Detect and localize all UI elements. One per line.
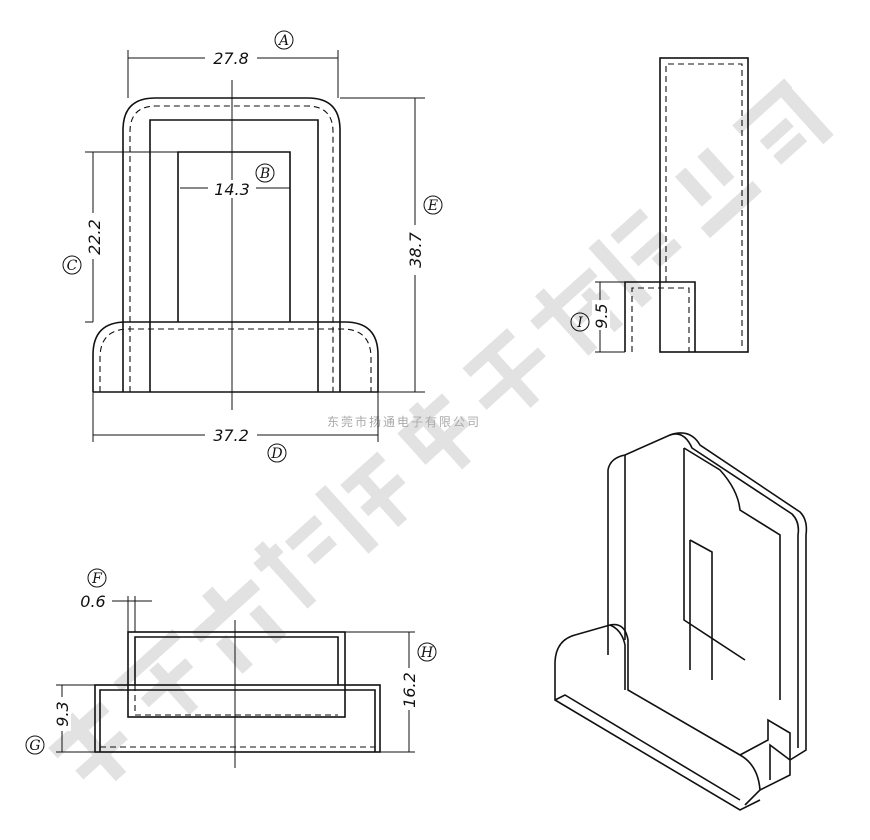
isometric-view <box>554 432 808 811</box>
dim-e-value: 38.7 <box>406 231 425 267</box>
watermark-glyph-stroke <box>700 180 763 239</box>
watermark-glyph-stroke <box>759 117 794 150</box>
watermark-glyph-stroke <box>773 132 808 165</box>
watermark-glyph-stroke <box>149 662 199 716</box>
dim-b-label: B <box>259 166 270 182</box>
dim-c-value: 22.2 <box>85 219 104 255</box>
watermark-glyph-stroke <box>773 79 834 145</box>
dim-f-label: F <box>91 571 103 587</box>
dim-f-value: 0.6 <box>80 592 105 611</box>
watermark-glyph-stroke <box>254 541 317 609</box>
watermark-glyph-stroke <box>462 328 516 378</box>
watermark-glyph-stroke <box>314 484 379 554</box>
dim-c-label: C <box>67 258 78 274</box>
watermark-glyph-stroke <box>201 586 233 619</box>
dim-h-value: 16.2 <box>400 672 419 708</box>
watermark-glyph-stroke <box>397 425 435 465</box>
watermark-glyph-stroke <box>408 401 472 470</box>
watermark-glyph-stroke <box>284 514 323 551</box>
watermark-glyph-stroke <box>530 267 598 330</box>
watermark-glyph-stroke <box>651 238 682 268</box>
watermark-glyph-stroke <box>478 347 546 410</box>
dim-a-label: A <box>277 33 289 49</box>
watermark-glyph-stroke <box>215 634 253 674</box>
watermark-glyph-stroke <box>306 535 338 565</box>
watermark-glyph-stroke <box>697 147 735 187</box>
watermark-glyph-stroke <box>75 730 128 780</box>
dim-i-label: I <box>576 315 583 331</box>
watermark-glyph-stroke <box>113 629 181 692</box>
watermark-glyph-stroke <box>351 466 408 527</box>
dim-h-label: H <box>420 645 434 661</box>
dim-a-value: 27.8 <box>213 49 249 68</box>
dim-b-value: 14.3 <box>214 180 250 199</box>
watermark-glyph-stroke <box>588 238 653 308</box>
front-view: 27.8 A 14.3 B 22.2 C 38.7 E 37.2 D <box>62 30 443 463</box>
watermark-glyph-stroke <box>534 288 598 356</box>
dim-g-label: G <box>29 738 40 754</box>
watermark-glyph-stroke <box>610 208 649 244</box>
top-view: 0.6 F 16.2 H 9.3 G <box>25 568 437 768</box>
dim-i-value: 9.5 <box>592 303 611 328</box>
watermark-glyph-stroke <box>675 167 713 207</box>
watermark-large-picture <box>48 78 834 782</box>
side-view: 9.5 I <box>570 57 749 353</box>
dim-d-label: D <box>270 446 282 462</box>
watermark-small: 东莞市扬通电子有限公司 <box>327 414 481 429</box>
dim-g-value: 9.3 <box>53 701 72 726</box>
dim-e-label: E <box>427 198 438 214</box>
watermark-glyph-stroke <box>249 604 287 644</box>
watermark-glyph-stroke <box>630 230 669 267</box>
dim-d-value: 37.2 <box>213 426 249 445</box>
